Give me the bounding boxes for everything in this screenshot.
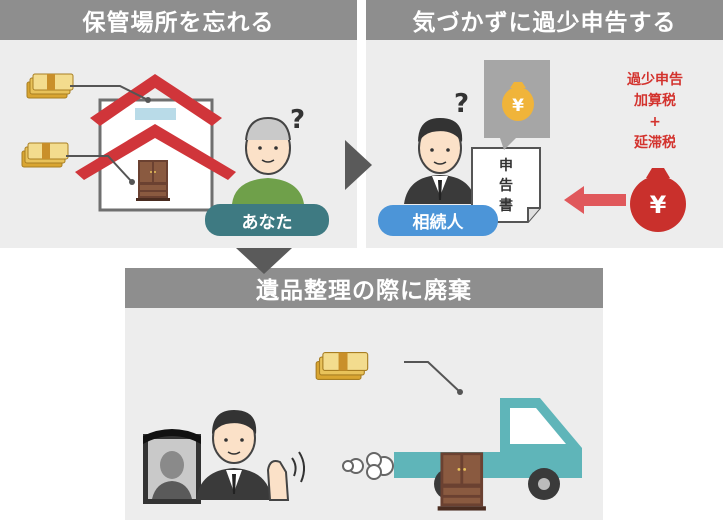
penalty-line: 延滞税 <box>634 135 676 151</box>
money-bag-thought: ¥ <box>484 60 550 150</box>
penalty-line: 過少申告 <box>627 72 683 88</box>
label-you: あなた <box>205 204 329 236</box>
penalty-line: + <box>649 114 661 130</box>
elderly-person-icon <box>232 116 304 204</box>
panel-title-disposal: 遺品整理の際に廃棄 <box>125 268 603 308</box>
penalty-money-bag: ¥ <box>630 168 686 232</box>
form-char: 申 <box>499 157 513 174</box>
arrow-left-icon <box>564 186 626 214</box>
form-char: 告 <box>499 177 513 194</box>
question-mark-icon: ? <box>290 105 305 135</box>
label-heir: 相続人 <box>378 205 498 236</box>
exhaust-smoke-icon <box>342 452 394 480</box>
panel-title-forget-storage: 保管場所を忘れる <box>0 0 357 40</box>
form-char: 書 <box>499 197 513 214</box>
panel-disposal: 遺品整理の際に廃棄 <box>125 268 603 520</box>
arrow-right-icon <box>345 140 372 190</box>
yen-icon: ¥ <box>512 96 524 116</box>
person-waving-icon <box>196 410 305 501</box>
truck-icon <box>394 398 582 500</box>
cash-stack-icon <box>315 351 369 381</box>
memorial-portrait <box>143 429 201 504</box>
arrow-down-icon <box>236 248 292 274</box>
question-mark-icon: ? <box>454 89 469 119</box>
cabinet-icon <box>136 160 170 201</box>
penalty-line: 加算税 <box>634 93 676 109</box>
penalty-text: 過少申告 加算税 + 延滞税 <box>600 70 710 154</box>
heir-person-icon <box>404 118 476 204</box>
panel-title-underreport: 気づかずに過少申告する <box>366 0 723 40</box>
cabinet-icon <box>437 452 486 511</box>
yen-icon: ¥ <box>650 191 667 219</box>
cash-stack-icon <box>26 73 74 99</box>
cash-stack-icon <box>21 142 69 168</box>
